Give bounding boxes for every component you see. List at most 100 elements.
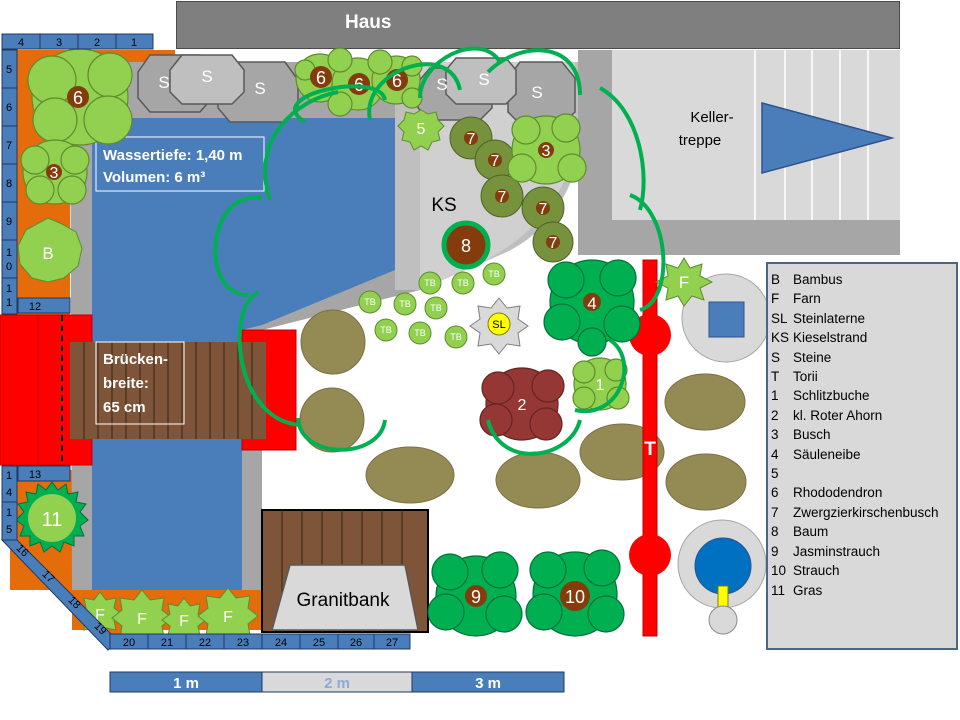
legend-key: 1 bbox=[771, 388, 779, 404]
cellar-label-1: Keller- bbox=[690, 109, 733, 126]
legend-key: SL bbox=[771, 310, 788, 326]
plant-number: 3 bbox=[542, 143, 551, 160]
grass-label: TB bbox=[430, 303, 442, 313]
legend-text: Strauch bbox=[793, 563, 840, 579]
legend-key: S bbox=[771, 349, 781, 365]
svg-text:3: 3 bbox=[56, 37, 62, 49]
plant-number: 4 bbox=[587, 294, 596, 313]
svg-text:7: 7 bbox=[6, 140, 12, 152]
legend-text: Schlitzbuche bbox=[793, 388, 870, 404]
stone-label: S bbox=[478, 70, 489, 89]
plant-number: 7 bbox=[491, 153, 500, 170]
legend-item: 5 bbox=[771, 464, 956, 483]
canopy-outline bbox=[213, 46, 666, 456]
granite-bench bbox=[271, 564, 419, 631]
plant-number: 11 bbox=[42, 509, 63, 531]
svg-text:21: 21 bbox=[161, 637, 173, 649]
legend-text: Farn bbox=[793, 291, 821, 307]
fern bbox=[654, 257, 714, 307]
legend-key: 8 bbox=[771, 524, 779, 540]
legend-key: 6 bbox=[771, 485, 779, 501]
plant-number: 7 bbox=[539, 201, 548, 218]
legend-key: 3 bbox=[771, 427, 779, 443]
legend-item: 4 Säuleneibe bbox=[771, 445, 956, 464]
torii-label: T bbox=[644, 439, 656, 460]
legend-item: SL Steinlaterne bbox=[771, 309, 956, 328]
fern-label: F bbox=[95, 607, 105, 624]
legend-text: Steinlaterne bbox=[793, 310, 866, 326]
stair-direction-arrow-icon bbox=[761, 102, 895, 174]
plant-number: 2 bbox=[518, 397, 527, 414]
grass-label: TB bbox=[488, 269, 500, 279]
svg-text:4: 4 bbox=[6, 487, 12, 499]
svg-text:0: 0 bbox=[6, 261, 12, 273]
legend-text: Säuleneibe bbox=[793, 446, 861, 462]
svg-text:8: 8 bbox=[6, 178, 12, 190]
scale-2m: 2 m bbox=[324, 675, 350, 692]
grass-label: TB bbox=[380, 325, 392, 335]
plant-number: 5 bbox=[417, 121, 426, 138]
legend-text: Steine bbox=[793, 349, 832, 365]
legend-text: Bambus bbox=[793, 272, 843, 287]
legend-key: 5 bbox=[771, 466, 779, 482]
plant-number: 8 bbox=[461, 236, 471, 256]
bench-label: Granitbank bbox=[297, 590, 390, 611]
legend-text: Kieselstrand bbox=[793, 330, 868, 346]
legend-text: Busch bbox=[793, 427, 831, 443]
legend-item: S Steine bbox=[771, 348, 956, 367]
svg-text:5: 5 bbox=[6, 524, 12, 536]
bush-plant bbox=[507, 113, 587, 185]
legend-key: 7 bbox=[771, 504, 779, 520]
svg-text:2: 2 bbox=[94, 37, 100, 49]
red-maple bbox=[479, 367, 565, 441]
stone-label: S bbox=[531, 83, 542, 102]
grass-label: TB bbox=[414, 328, 426, 338]
bottom-ruler: 20 21 22 23 24 25 26 27 bbox=[109, 633, 411, 650]
cellar-label-2: treppe bbox=[679, 132, 722, 149]
grass-label: TB bbox=[450, 332, 462, 342]
plant-number: 6 bbox=[392, 71, 402, 91]
svg-text:25: 25 bbox=[313, 637, 325, 649]
plant-five bbox=[397, 109, 445, 151]
svg-text:12: 12 bbox=[29, 301, 41, 313]
bamboo-label: B bbox=[42, 244, 53, 263]
svg-text:1: 1 bbox=[6, 283, 12, 295]
legend-item: 1 Schlitzbuche bbox=[771, 386, 956, 405]
stone-label: S bbox=[158, 73, 169, 92]
bridge-info-2: breite: bbox=[103, 375, 149, 392]
pond-volume: Volumen: 6 m³ bbox=[103, 169, 205, 186]
legend-key: 10 bbox=[771, 563, 787, 579]
legend-key: B bbox=[771, 272, 781, 287]
legend-item: B Bambus bbox=[771, 270, 956, 289]
plant-number: 9 bbox=[471, 587, 481, 607]
scale-bar: 1 m 2 m 3 m bbox=[109, 671, 565, 693]
plant-number: 3 bbox=[50, 165, 59, 182]
pond bbox=[92, 118, 395, 590]
plant-number: 7 bbox=[467, 131, 476, 148]
legend-item: 10 Strauch bbox=[771, 561, 956, 580]
left-ruler bbox=[1, 49, 71, 541]
grass-label: TB bbox=[399, 299, 411, 309]
svg-text:1: 1 bbox=[6, 247, 12, 259]
plant-number: 6 bbox=[316, 68, 326, 88]
plant-number: 7 bbox=[549, 235, 558, 252]
svg-text:1: 1 bbox=[131, 37, 137, 49]
dwarf-cherry-bushes bbox=[449, 116, 574, 263]
svg-text:6: 6 bbox=[6, 102, 12, 114]
svg-text:4: 4 bbox=[18, 37, 24, 49]
stone-label: S bbox=[254, 79, 265, 98]
svg-text:13: 13 bbox=[29, 469, 41, 481]
scale-1m: 1 m bbox=[173, 675, 199, 692]
legend-text: Jasminstrauch bbox=[793, 543, 881, 559]
plant-number: 6 bbox=[73, 88, 83, 108]
diagonal-ruler: 16 17 18 19 bbox=[0, 539, 119, 651]
legend-text: Gras bbox=[793, 582, 823, 598]
lantern-label: SL bbox=[492, 319, 505, 331]
